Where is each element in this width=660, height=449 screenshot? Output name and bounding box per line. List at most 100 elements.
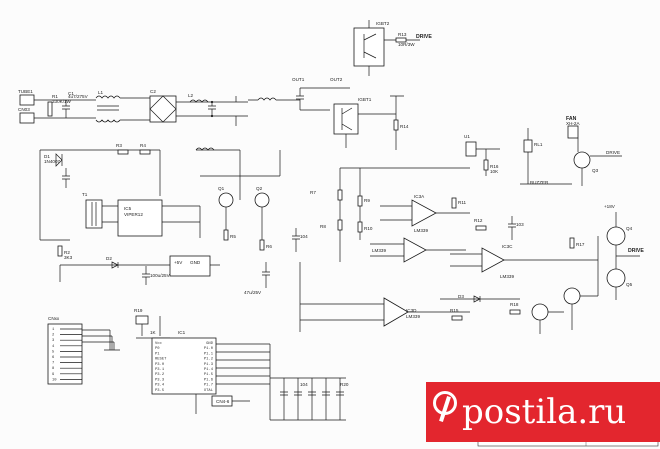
igbt-top (353, 27, 385, 67)
mcu-pin-right: GND (206, 342, 214, 346)
comparator-c (481, 247, 505, 273)
igbt-mid-label: IGBT1 (358, 97, 372, 102)
r15-label: R15 (450, 308, 459, 313)
mcu-bus (216, 343, 270, 385)
igbt-mid-symbol (341, 107, 353, 131)
d2-label: D2 (106, 256, 112, 261)
mcu-title: IC1 (178, 330, 186, 335)
comparator-c-type: LM339 (500, 274, 514, 279)
bridge-diamond (149, 95, 177, 123)
r18 (509, 309, 521, 315)
power-stage: OUT1 OUT2 IGBT2 R13 10R/3W DRIVE IGBT1 R… (248, 20, 432, 150)
l2-label: L2 (188, 93, 194, 98)
transistor-q3 (573, 151, 591, 169)
r3 (117, 149, 129, 155)
u1-connector (465, 141, 477, 157)
fan-label: FAN (566, 116, 577, 122)
out2-label: OUT2 (330, 77, 343, 82)
r4-label: R4 (140, 143, 146, 148)
connector-cn03 (19, 112, 35, 124)
r12 (475, 225, 487, 231)
watermark-text: postila.ru (462, 392, 627, 432)
mcu-pin-right: XTAL (204, 389, 214, 393)
aux-supply: D1 1N4007 T1 IC5 VIPER12 D2 R2 3K3 100u/… (39, 143, 308, 295)
connector-pin-number: 6 (52, 356, 55, 360)
mcu-pin-right: P1.7 (204, 384, 213, 388)
choke-bottom (95, 119, 121, 123)
mcu-pin-left: P3.1 (155, 368, 165, 372)
mcu-pin-right: P1.2 (204, 358, 214, 362)
connector-left-wires (82, 329, 120, 351)
comparator-section: R7 R8 R9 R10 IC3A LM339 LM339 IC3C LM339… (299, 167, 560, 332)
comparator-a-type: LM339 (414, 228, 428, 233)
aux-cap (62, 168, 70, 188)
comparator-a-wires (380, 205, 470, 221)
r3-label: R3 (116, 143, 122, 148)
connector-cn03-label: CN03 (18, 107, 30, 112)
crystal-label: R19 (134, 308, 143, 313)
fan-and-driver: U1 R16 10K RL1 BUZZER FAN XH-2A Q3 DRIVE… (464, 116, 644, 334)
r16-value: 10K (490, 169, 499, 174)
comparator-d-name: IC3D (406, 308, 417, 313)
mcu-pin-left: P1 (155, 352, 160, 356)
mains-input: TUBE1 CN03 R1 330K/1W C1 4u7/275V L1 C2 … (18, 89, 248, 126)
connector-pin-number: 2 (52, 334, 55, 338)
choke-core (97, 105, 119, 111)
r1-label: R1 (52, 94, 58, 99)
cap-mid2-value: 104 (300, 234, 308, 239)
mcu-pin-right: P1.1 (204, 352, 214, 356)
comparator-b-wires (370, 243, 466, 257)
bulk-capacitor (208, 102, 216, 116)
connector-pin-number: 10 (52, 378, 57, 382)
mains-wires-2 (120, 97, 150, 121)
connector-small-label: CN4-6 (216, 399, 230, 404)
comparator-b (403, 237, 427, 263)
regulator-gnd: GND (190, 260, 201, 265)
connector-pin-number: 1 (52, 328, 55, 332)
cap-bank (280, 391, 344, 396)
c2-label: C2 (150, 89, 156, 94)
switcher-wires (162, 205, 201, 238)
output-wires (615, 212, 640, 300)
mcu-pin-left: P3.2 (155, 373, 165, 377)
cap-c-mid (262, 262, 270, 288)
t1-label: T1 (82, 192, 88, 197)
crystal (135, 315, 149, 325)
connector-pin-number: 9 (52, 373, 55, 377)
relay-wires (520, 128, 572, 185)
igbt-top-r-label: R13 (398, 32, 407, 37)
aux-r-value: 3K3 (64, 255, 73, 260)
connector-pin-number: 7 (52, 362, 54, 366)
mcu-pin-left: P0 (155, 347, 160, 351)
r18-label: R18 (510, 302, 519, 307)
cap-bank-label: R20 (340, 382, 349, 387)
r5-label: R5 (230, 234, 236, 239)
r17-label: R17 (576, 242, 585, 247)
drive-out-label: DRIVE (628, 248, 644, 254)
r1-value: 330K/1W (52, 99, 72, 104)
crystal-r-value: 1K (150, 330, 157, 335)
r7 (337, 189, 343, 201)
driver-wires (539, 236, 599, 334)
r9 (357, 195, 363, 207)
connector-pin-number: 3 (52, 339, 55, 343)
c1-label: C1 (68, 91, 74, 96)
r8-label: R8 (320, 224, 326, 229)
r12-label: R12 (474, 218, 483, 223)
cap-bank-wires (269, 344, 346, 421)
q2-label: Q2 (256, 186, 263, 191)
drive-node-label: DRIVE (416, 34, 432, 40)
q5-label: Q5 (626, 282, 633, 287)
r4 (139, 149, 151, 155)
igbt-mid-wires (345, 113, 396, 148)
mcu-pin-left: RESET (155, 358, 167, 362)
aux-elec-cap (142, 266, 150, 285)
r11 (451, 197, 457, 209)
r7-label: R7 (310, 190, 316, 195)
mcu-pin-left: Vcc (155, 342, 162, 346)
q1-label: Q1 (218, 186, 225, 191)
cap-bank-value: 104 (300, 382, 308, 387)
